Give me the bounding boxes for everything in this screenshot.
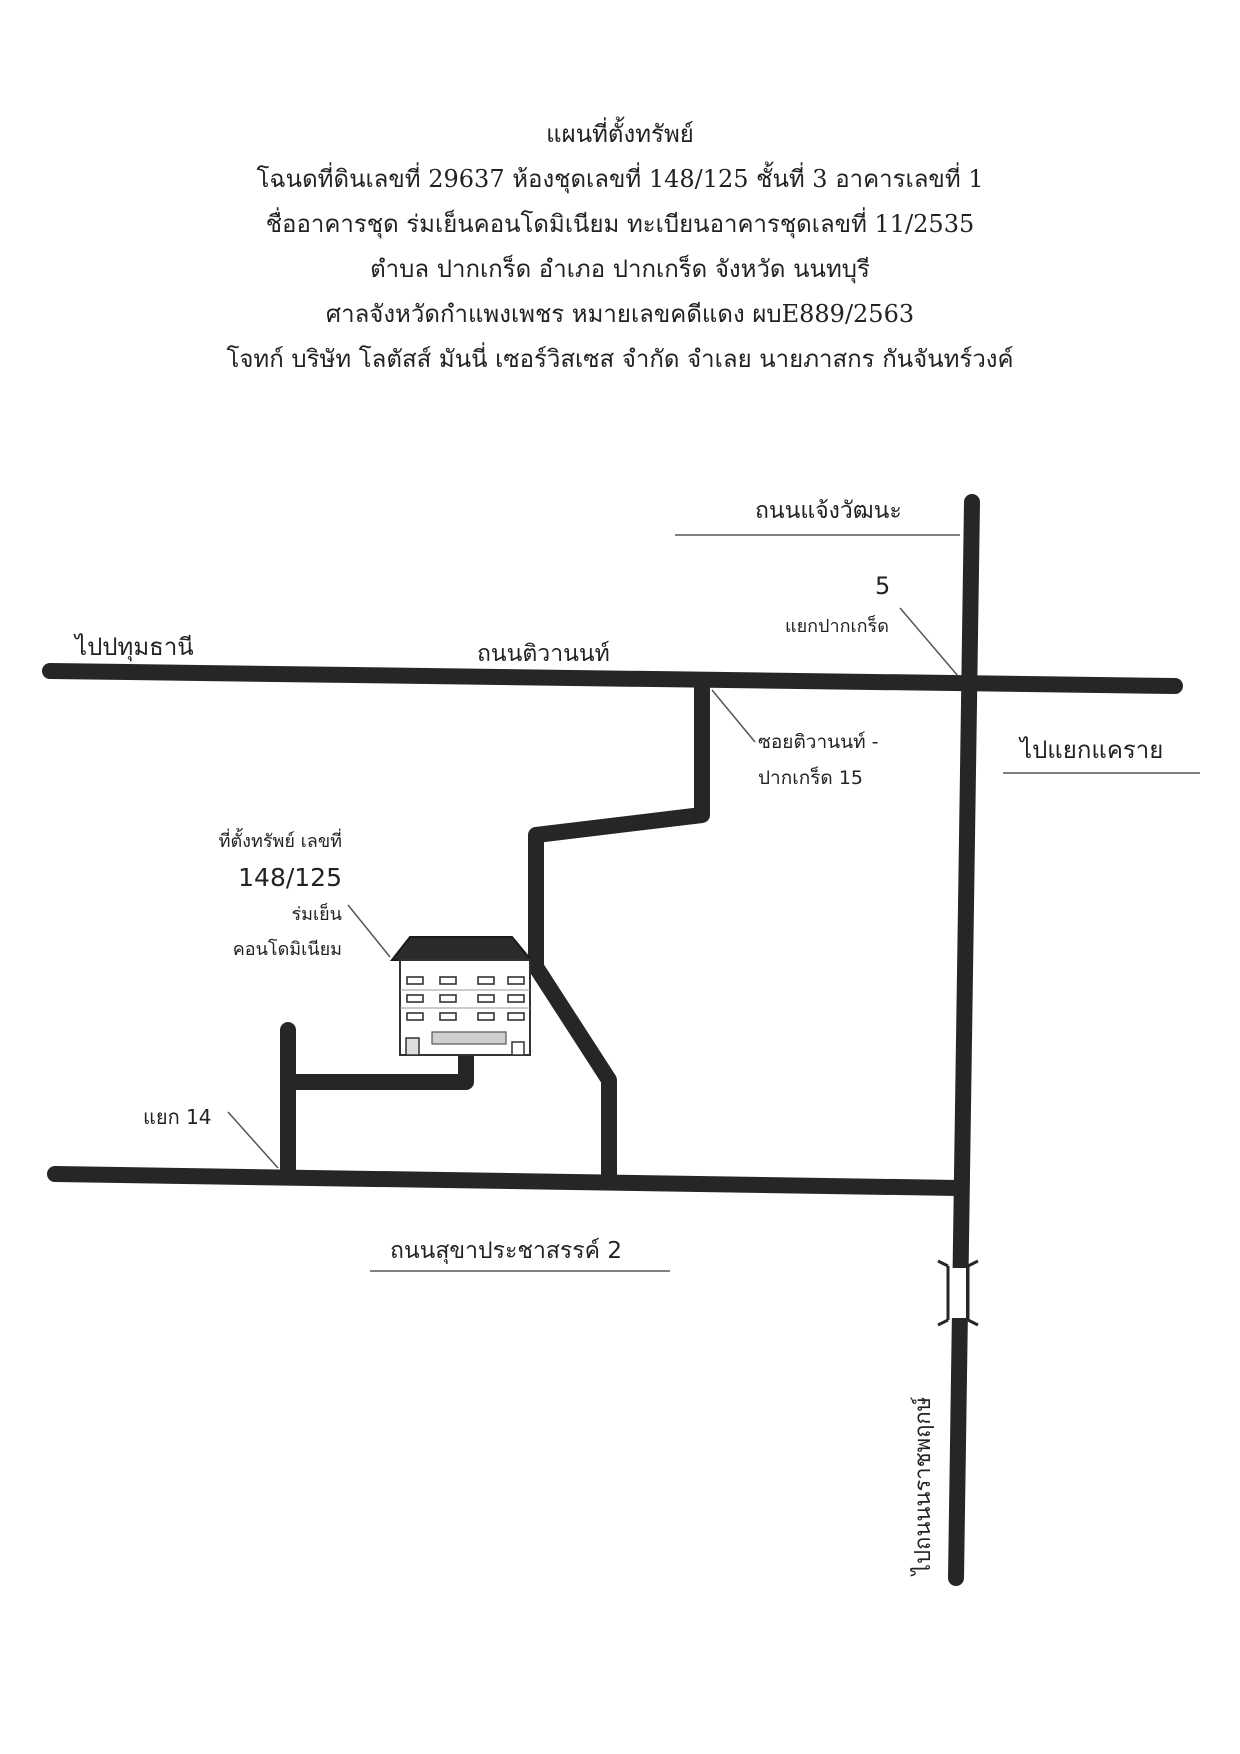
chaeng-watthana-label: ถนนแจ้งวัฒนะ [755, 498, 902, 524]
roads [42, 494, 1183, 1586]
map-title: แผนที่ตั้งทรัพย์ [546, 120, 694, 148]
property-label-line3: คอนโดมิเนียม [233, 938, 342, 960]
parties-line: โจทก์ บริษัท โลตัสส์ มันนี่ เซอร์วิสเซส … [226, 345, 1014, 373]
soi-label-line2: ปากเกร็ด 15 [758, 765, 863, 789]
pak-kret-junction-label: แยกปากเกร็ด [785, 614, 889, 637]
property-label-line1: ที่ตั้งทรัพย์ เลขที่ [219, 828, 342, 852]
junction-5-number: 5 [875, 572, 890, 600]
soi-label-line1: ซอยติวานนท์ - [758, 731, 879, 753]
property-number: 148/125 [238, 863, 342, 892]
to-pathum-thani-label: ไปปทุมธานี [73, 633, 194, 662]
soi-tiwanon-15 [528, 672, 710, 1186]
property-label-line2: ร่มเย็น [291, 902, 342, 925]
document-header: แผนที่ตั้งทรัพย์ โฉนดที่ดินเลขที่ 29637 … [0, 112, 1240, 382]
bridge [937, 1259, 979, 1327]
tiwanon-road-label: ถนนติวานนท์ [477, 640, 610, 667]
deed-line: โฉนดที่ดินเลขที่ 29637 ห้องชุดเลขที่ 148… [256, 165, 984, 193]
tiwanon-road [42, 663, 1183, 694]
to-ratchaphruek-label: ไปถนนนราชพฤกษ์ [910, 1396, 936, 1577]
condo-access-road [280, 1047, 474, 1090]
location-line: ตำบล ปากเกร็ด อำเภอ ปากเกร็ด จังหวัด นนท… [370, 255, 870, 283]
building-line: ชื่ออาคารชุด ร่มเย็นคอนโดมิเนียม ทะเบียน… [265, 210, 975, 238]
label-underlines [370, 534, 1200, 1272]
leader-lines [227, 607, 959, 1169]
sukha-prachasan-label: ถนนสุขาประชาสรรค์ 2 [390, 1237, 622, 1264]
chaeng-watthana-road [948, 494, 980, 1586]
condominium-building-icon [389, 936, 534, 1056]
court-line: ศาลจังหวัดกำแพงเพชร หมายเลขคดีแดง ผบE889… [325, 300, 915, 328]
sukha-prachasan-road [47, 1166, 966, 1196]
junction-14-label: แยก 14 [143, 1105, 212, 1129]
to-khae-rai-label: ไปแยกแคราย [1018, 736, 1163, 764]
